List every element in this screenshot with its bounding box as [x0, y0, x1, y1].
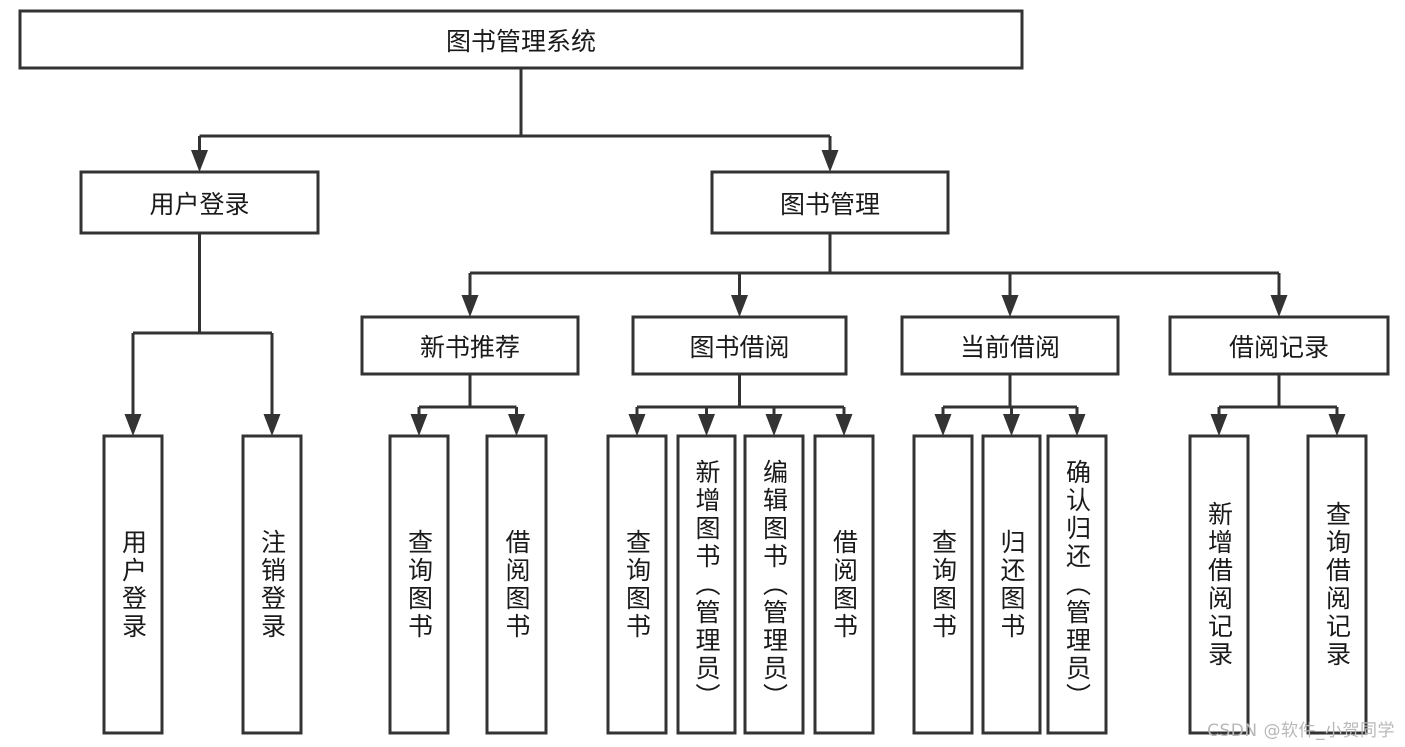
arrow-head-book-borrow: [731, 295, 748, 317]
node-box-root[interactable]: [18, 9, 1024, 70]
node-box-leaf-query-record[interactable]: [1306, 434, 1368, 735]
arrow-head-leaf-query-book-cur: [934, 414, 952, 436]
node-box-leaf-user-login[interactable]: [102, 434, 164, 735]
node-box-leaf-add-book[interactable]: [676, 434, 737, 735]
arrow-head-leaf-query-record: [1328, 414, 1346, 436]
arrow-head-leaf-edit-book: [765, 414, 783, 436]
node-box-leaf-query-book-cur[interactable]: [912, 434, 974, 735]
node-box-leaf-edit-book[interactable]: [743, 434, 805, 735]
node-box-book-borrow[interactable]: [631, 315, 848, 376]
node-box-leaf-borrow-book[interactable]: [813, 434, 875, 735]
arrow-head-borrow-record: [1270, 295, 1288, 317]
node-box-leaf-add-record[interactable]: [1188, 434, 1250, 735]
node-box-leaf-query-book-rec[interactable]: [388, 434, 450, 735]
arrow-head-leaf-add-record: [1210, 414, 1228, 436]
node-box-leaf-user-logout[interactable]: [241, 434, 303, 735]
arrow-head-leaf-add-book: [698, 414, 715, 436]
arrow-head-user-login: [191, 150, 208, 172]
arrow-head-leaf-confirm-return: [1068, 414, 1086, 436]
arrow-head-new-book-rec: [461, 295, 479, 317]
node-box-borrow-record[interactable]: [1168, 315, 1390, 376]
node-box-leaf-confirm-return[interactable]: [1046, 434, 1108, 735]
arrow-head-book-manage: [821, 150, 839, 172]
node-box-leaf-return-book[interactable]: [981, 434, 1042, 735]
arrow-head-leaf-return-book: [1003, 414, 1020, 436]
edge-layer: [124, 68, 1346, 436]
arrow-head-leaf-user-logout: [263, 414, 281, 436]
arrow-head-leaf-user-login: [124, 414, 142, 436]
node-box-new-book-rec[interactable]: [360, 315, 580, 376]
node-box-book-manage[interactable]: [710, 170, 950, 235]
arrow-head-leaf-query-book-rec: [410, 414, 428, 436]
arrow-head-leaf-borrow-book-rec: [508, 414, 525, 436]
watermark-text: CSDN @软件_小贺同学: [1207, 721, 1395, 741]
node-box-leaf-query-book[interactable]: [606, 434, 668, 735]
arrow-head-leaf-query-book: [628, 414, 646, 436]
arrow-head-current-borrow: [1001, 295, 1019, 317]
box-layer: [18, 9, 1390, 735]
arrow-head-leaf-borrow-book: [835, 414, 853, 436]
node-box-user-login[interactable]: [79, 170, 320, 235]
node-box-current-borrow[interactable]: [900, 315, 1120, 376]
node-box-leaf-borrow-book-rec[interactable]: [485, 434, 548, 735]
